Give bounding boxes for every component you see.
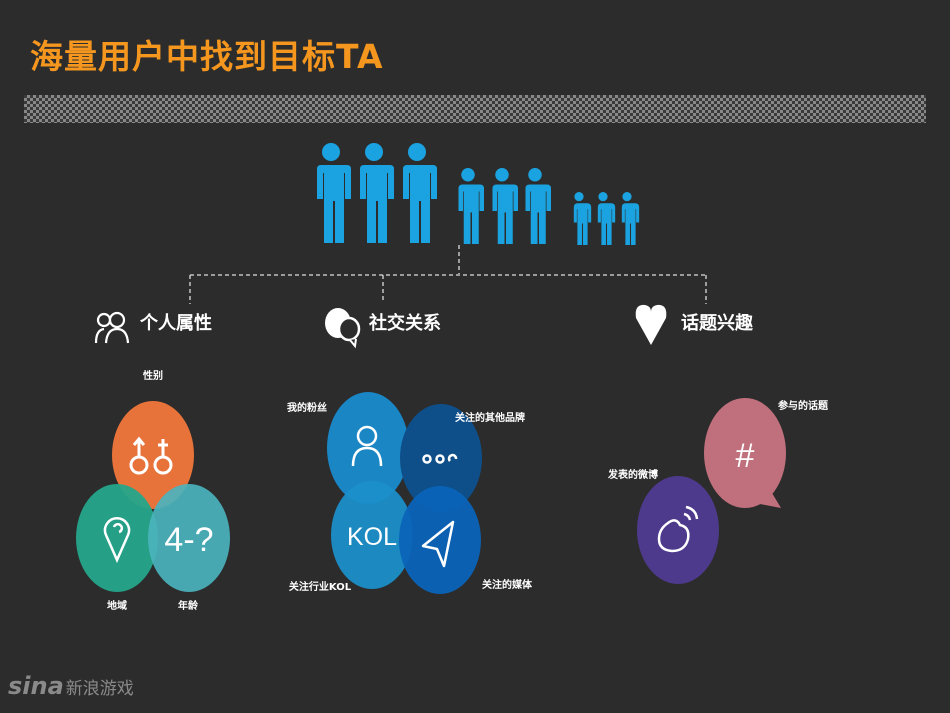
gender-icon	[129, 436, 173, 475]
more-dots-icon	[422, 453, 458, 464]
region-circle	[76, 484, 158, 592]
other-brands-circle	[400, 404, 482, 512]
label-region: 地域	[107, 601, 127, 612]
person-icon	[315, 143, 351, 243]
person-icon	[594, 192, 616, 245]
media-circle	[399, 486, 481, 594]
person-icon	[570, 192, 592, 245]
send-arrow-icon	[421, 520, 455, 568]
person-icon	[456, 168, 484, 244]
watermark-text: 新浪游戏	[65, 679, 134, 699]
label-topics: 参与的话题	[778, 401, 828, 412]
personal-attributes-cluster: 4-?	[76, 401, 230, 592]
category-social-relations: 社交关系	[369, 313, 441, 334]
label-media: 关注的媒体	[482, 580, 532, 591]
person-icon	[490, 168, 518, 244]
label-gender: 性别	[143, 371, 163, 382]
weibo-circle	[637, 476, 719, 584]
hash-icon: #	[736, 437, 755, 475]
social-relations-cluster: KOL	[327, 392, 482, 594]
person-icon	[358, 143, 394, 243]
category-topic-interest: 话题兴趣	[681, 313, 753, 334]
location-pin-icon	[103, 517, 131, 564]
weibo-icon	[657, 505, 699, 553]
topic-interest-cluster: #	[637, 398, 786, 584]
user-crowd	[315, 143, 640, 245]
connector-lines	[189, 245, 707, 304]
sina-logo: sina	[8, 672, 64, 700]
kol-circle	[331, 481, 413, 589]
chat-bubbles-icon	[325, 308, 361, 349]
page-title: 海量用户中找到目标TA	[30, 37, 384, 76]
label-other-brands: 关注的其他品牌	[455, 413, 525, 424]
user-icon	[351, 425, 383, 467]
heart-icon	[635, 304, 667, 345]
age-circle	[148, 484, 230, 592]
person-icon	[523, 168, 551, 244]
people-icon	[94, 311, 130, 344]
checker-divider	[24, 95, 926, 123]
label-age: 年龄	[178, 601, 198, 612]
label-weibo: 发表的微博	[608, 470, 658, 481]
topics-bubble	[760, 493, 781, 508]
label-kol: 关注行业KOL	[288, 582, 352, 593]
topics-circle	[704, 398, 786, 508]
person-icon	[401, 143, 437, 243]
person-icon	[618, 192, 640, 245]
age-icon-text: 4-?	[164, 521, 213, 559]
gender-circle	[112, 401, 194, 509]
kol-icon-text: KOL	[347, 523, 397, 551]
category-personal-attributes: 个人属性	[140, 313, 212, 334]
label-fans: 我的粉丝	[287, 403, 327, 414]
